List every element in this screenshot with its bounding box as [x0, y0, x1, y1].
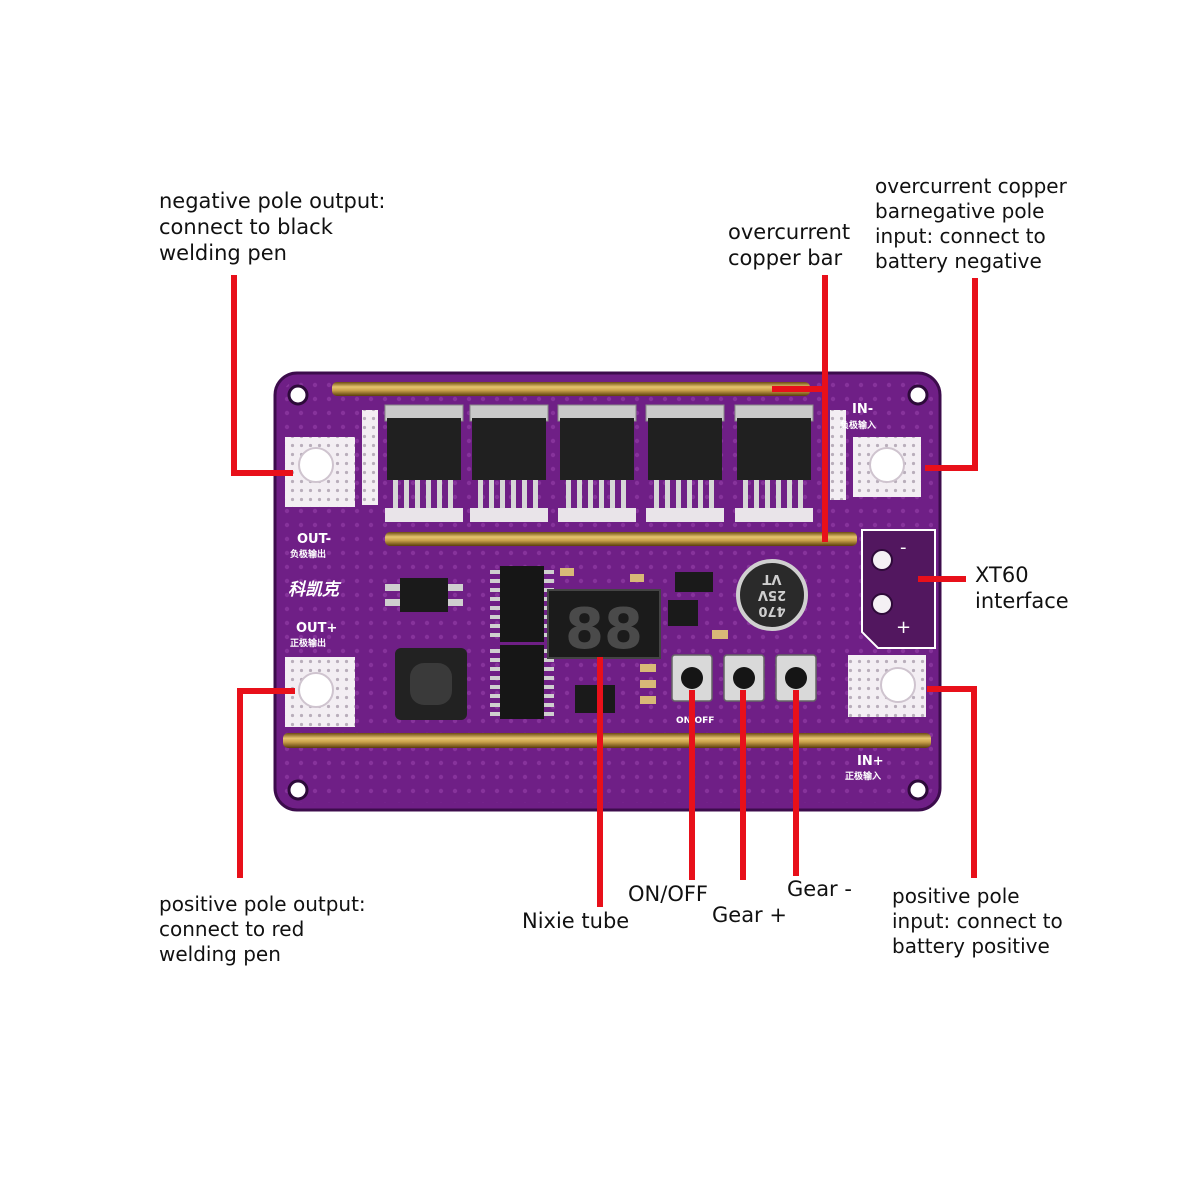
pointer-xt60: [918, 576, 966, 582]
display-digits: 88: [565, 597, 643, 662]
label-line: input: connect to: [892, 909, 1063, 933]
label-line: copper bar: [728, 246, 843, 270]
pointer-pos-output-h: [237, 688, 295, 694]
button-gear-minus[interactable]: [775, 654, 817, 702]
silk-in-plus: IN+: [857, 754, 884, 769]
pointer-copper-bar-h: [772, 386, 828, 392]
mosfet-array: [384, 404, 814, 522]
regulator-chip: [385, 578, 463, 612]
xt60-minus-silk: -: [900, 537, 907, 558]
label-line: connect to red: [159, 917, 305, 941]
cap-label-2: 25V: [758, 587, 786, 602]
label-line: welding pen: [159, 942, 281, 966]
label-line: positive pole output:: [159, 892, 366, 916]
copper-bar-bottom: [283, 733, 931, 748]
label-line: welding pen: [159, 241, 287, 265]
label-line: positive pole: [892, 884, 1020, 908]
label-line: battery negative: [875, 249, 1042, 273]
label-overcurrent-copper-bar: overcurrent copper bar: [728, 219, 850, 271]
mosfet-3: [557, 404, 637, 522]
pointer-neg-output-v: [231, 275, 237, 476]
silk-in-minus-cn: 负极输入: [840, 419, 876, 431]
label-positive-pole-output: positive pole output: connect to red wel…: [159, 892, 366, 967]
pointer-onoff: [689, 690, 695, 880]
ic-chip-lower: [490, 645, 554, 719]
mosfet-5: [734, 404, 814, 522]
pointer-neg-input-h: [925, 465, 978, 471]
xt60-plus-silk: +: [896, 617, 911, 638]
label-nixie-tube: Nixie tube: [522, 909, 630, 933]
silk-out-plus-cn: 正极输出: [290, 637, 326, 649]
label-xt60-interface: XT60 interface: [975, 562, 1069, 614]
mosfet-2: [469, 404, 549, 522]
silk-in-plus-cn: 正极输入: [845, 770, 881, 782]
copper-bar-middle: [385, 532, 857, 546]
label-line: overcurrent copper: [875, 174, 1067, 198]
label-gear-plus: Gear +: [712, 903, 787, 927]
label-line: input: connect to: [875, 224, 1046, 248]
label-line: interface: [975, 589, 1069, 613]
pointer-gear-plus: [740, 690, 746, 880]
nixie-display: 88: [547, 589, 661, 662]
label-line: negative pole output:: [159, 189, 386, 213]
label-line: barnegative pole: [875, 199, 1045, 223]
silk-onoff: ON/OFF: [676, 716, 714, 726]
silk-brand: 科凯克: [288, 580, 342, 600]
inductor: [395, 648, 467, 720]
cap-label-3: VT: [762, 571, 781, 586]
solder-pads: [285, 410, 926, 727]
silk-out-minus: OUT-: [297, 532, 331, 547]
label-positive-pole-input: positive pole input: connect to battery …: [892, 884, 1063, 959]
label-negative-pole-output: negative pole output: connect to black w…: [159, 188, 385, 266]
smd-components: [560, 568, 728, 713]
mounting-holes: [287, 384, 929, 801]
pointer-pos-input-h: [927, 686, 977, 692]
label-line: XT60: [975, 563, 1029, 587]
label-line: connect to black: [159, 215, 333, 239]
silk-out-minus-cn: 负极输出: [290, 548, 326, 560]
pointer-gear-minus: [793, 690, 799, 876]
copper-bar-top: [332, 382, 810, 396]
silk-out-plus: OUT+: [296, 621, 337, 636]
xt60-connector: - +: [861, 529, 936, 649]
label-gear-minus: Gear -: [787, 877, 852, 901]
label-line: overcurrent: [728, 220, 851, 244]
pointer-copper-bar-v: [822, 275, 828, 542]
mosfet-1: [384, 404, 464, 522]
pointer-neg-input-v: [972, 278, 978, 471]
pointer-nixie: [597, 657, 603, 907]
cap-label-1: 470: [758, 603, 785, 618]
pointer-pos-input-v: [971, 686, 977, 878]
mosfet-4: [645, 404, 725, 522]
label-negative-pole-input: overcurrent copper barnegative pole inpu…: [875, 174, 1067, 274]
label-on-off: ON/OFF: [628, 882, 709, 906]
label-line: battery positive: [892, 934, 1050, 958]
pointer-pos-output-v: [237, 688, 243, 878]
capacitor: 470 25V VT: [736, 559, 808, 631]
silk-in-minus: IN-: [852, 402, 873, 417]
pointer-neg-output-h: [231, 470, 293, 476]
